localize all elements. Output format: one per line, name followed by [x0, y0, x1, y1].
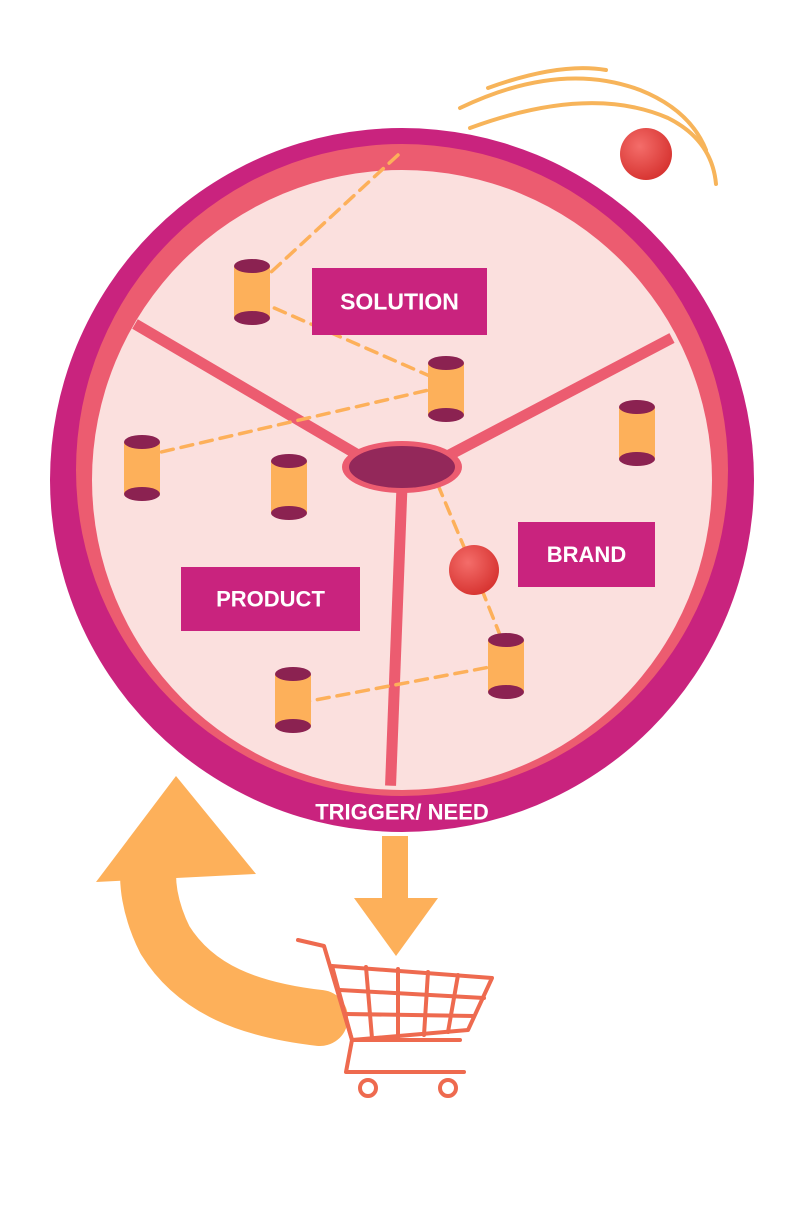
label-solution: SOLUTION [312, 268, 487, 335]
node-cylinder [488, 633, 524, 699]
node-cylinder [428, 356, 464, 422]
motion-lines [458, 66, 718, 186]
down-arrow-icon [354, 836, 438, 956]
label-product: PRODUCT [181, 567, 360, 631]
spoke-right [433, 333, 675, 467]
spoke-bottom [384, 485, 408, 786]
node-cylinder [124, 435, 160, 501]
node-cylinder [619, 400, 655, 466]
spokes [132, 319, 675, 786]
label-brand-text: BRAND [547, 542, 626, 567]
ball-icon [620, 128, 672, 180]
node-cylinder [275, 667, 311, 733]
node-cylinder [271, 454, 307, 520]
label-brand: BRAND [518, 522, 655, 587]
trigger-need-label: TRIGGER/ NEED [315, 800, 489, 825]
curved-arrow-icon [96, 776, 348, 1046]
hub [342, 441, 462, 493]
ball-icon [449, 545, 499, 595]
label-product-text: PRODUCT [216, 587, 325, 612]
shopping-cart-icon [296, 938, 494, 1098]
spoke-left [132, 319, 373, 467]
label-solution-text: SOLUTION [340, 289, 459, 315]
node-cylinder [234, 259, 270, 325]
